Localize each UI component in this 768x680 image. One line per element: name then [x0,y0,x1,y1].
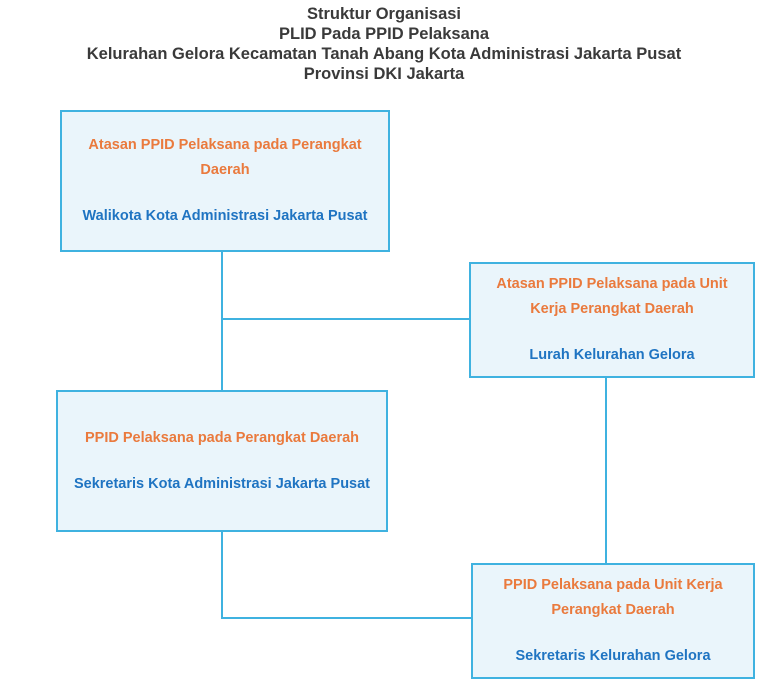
title-line-2: PLID Pada PPID Pelaksana [278,25,489,43]
connector-box3-to-box4 [221,532,471,619]
box-atasan-perangkat-daerah: Atasan PPID Pelaksana pada Perangkat Dae… [60,110,390,252]
diagram-title: Struktur Organisasi PLID Pada PPID Pelak… [0,4,768,84]
box-ppid-unit-kerja: PPID Pelaksana pada Unit Kerja Perangkat… [471,563,755,679]
title-line-1: Struktur Organisasi [306,5,462,23]
holder-label: Sekretaris Kelurahan Gelora [515,648,711,664]
title-line-4: Provinsi DKI Jakarta [303,65,465,83]
holder-label: Walikota Kota Administrasi Jakarta Pusat [82,208,368,224]
role-label: PPID Pelaksana pada Unit Kerja Perangkat… [503,577,723,618]
role-label: Atasan PPID Pelaksana pada Unit Kerja Pe… [496,276,728,317]
box-atasan-unit-kerja: Atasan PPID Pelaksana pada Unit Kerja Pe… [469,262,755,378]
role-label: PPID Pelaksana pada Perangkat Daerah [84,429,360,446]
holder-label: Lurah Kelurahan Gelora [529,347,695,363]
box-ppid-perangkat-daerah: PPID Pelaksana pada Perangkat Daerah Sek… [56,390,388,532]
role-label: Atasan PPID Pelaksana pada Perangkat Dae… [88,137,362,178]
holder-label: Sekretaris Kota Administrasi Jakarta Pus… [73,475,371,492]
title-line-3: Kelurahan Gelora Kecamatan Tanah Abang K… [86,45,682,63]
